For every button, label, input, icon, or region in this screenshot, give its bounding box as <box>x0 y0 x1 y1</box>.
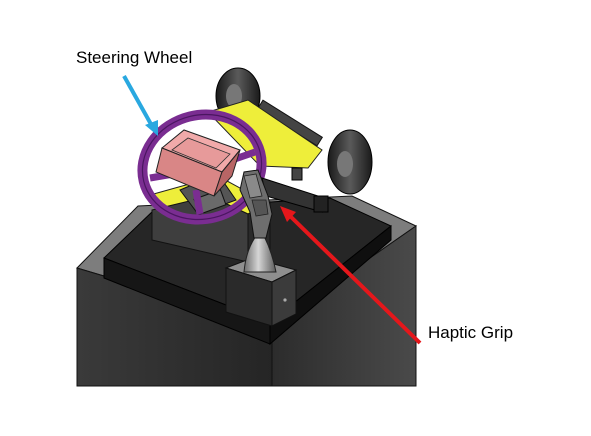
steering-wheel-label: Steering Wheel <box>76 48 193 67</box>
steering-wheel-callout <box>122 75 158 136</box>
haptic-grip-label: Haptic Grip <box>428 323 514 342</box>
display-side <box>213 149 241 197</box>
steering-wheel-icon <box>122 75 154 127</box>
haptic-grip-callout <box>280 206 422 345</box>
hub-left <box>226 84 242 108</box>
steering-arrow-head <box>145 120 158 136</box>
haptic-grip-icon <box>286 212 422 345</box>
hub-right <box>337 151 353 177</box>
platform-side-edge <box>269 224 392 346</box>
wheel-spoke-bottom <box>192 189 204 215</box>
display-block <box>155 129 241 197</box>
grip-box-side <box>271 269 297 327</box>
haptic-grip-assembly <box>224 169 298 327</box>
haptic-arrow-head <box>280 206 296 222</box>
